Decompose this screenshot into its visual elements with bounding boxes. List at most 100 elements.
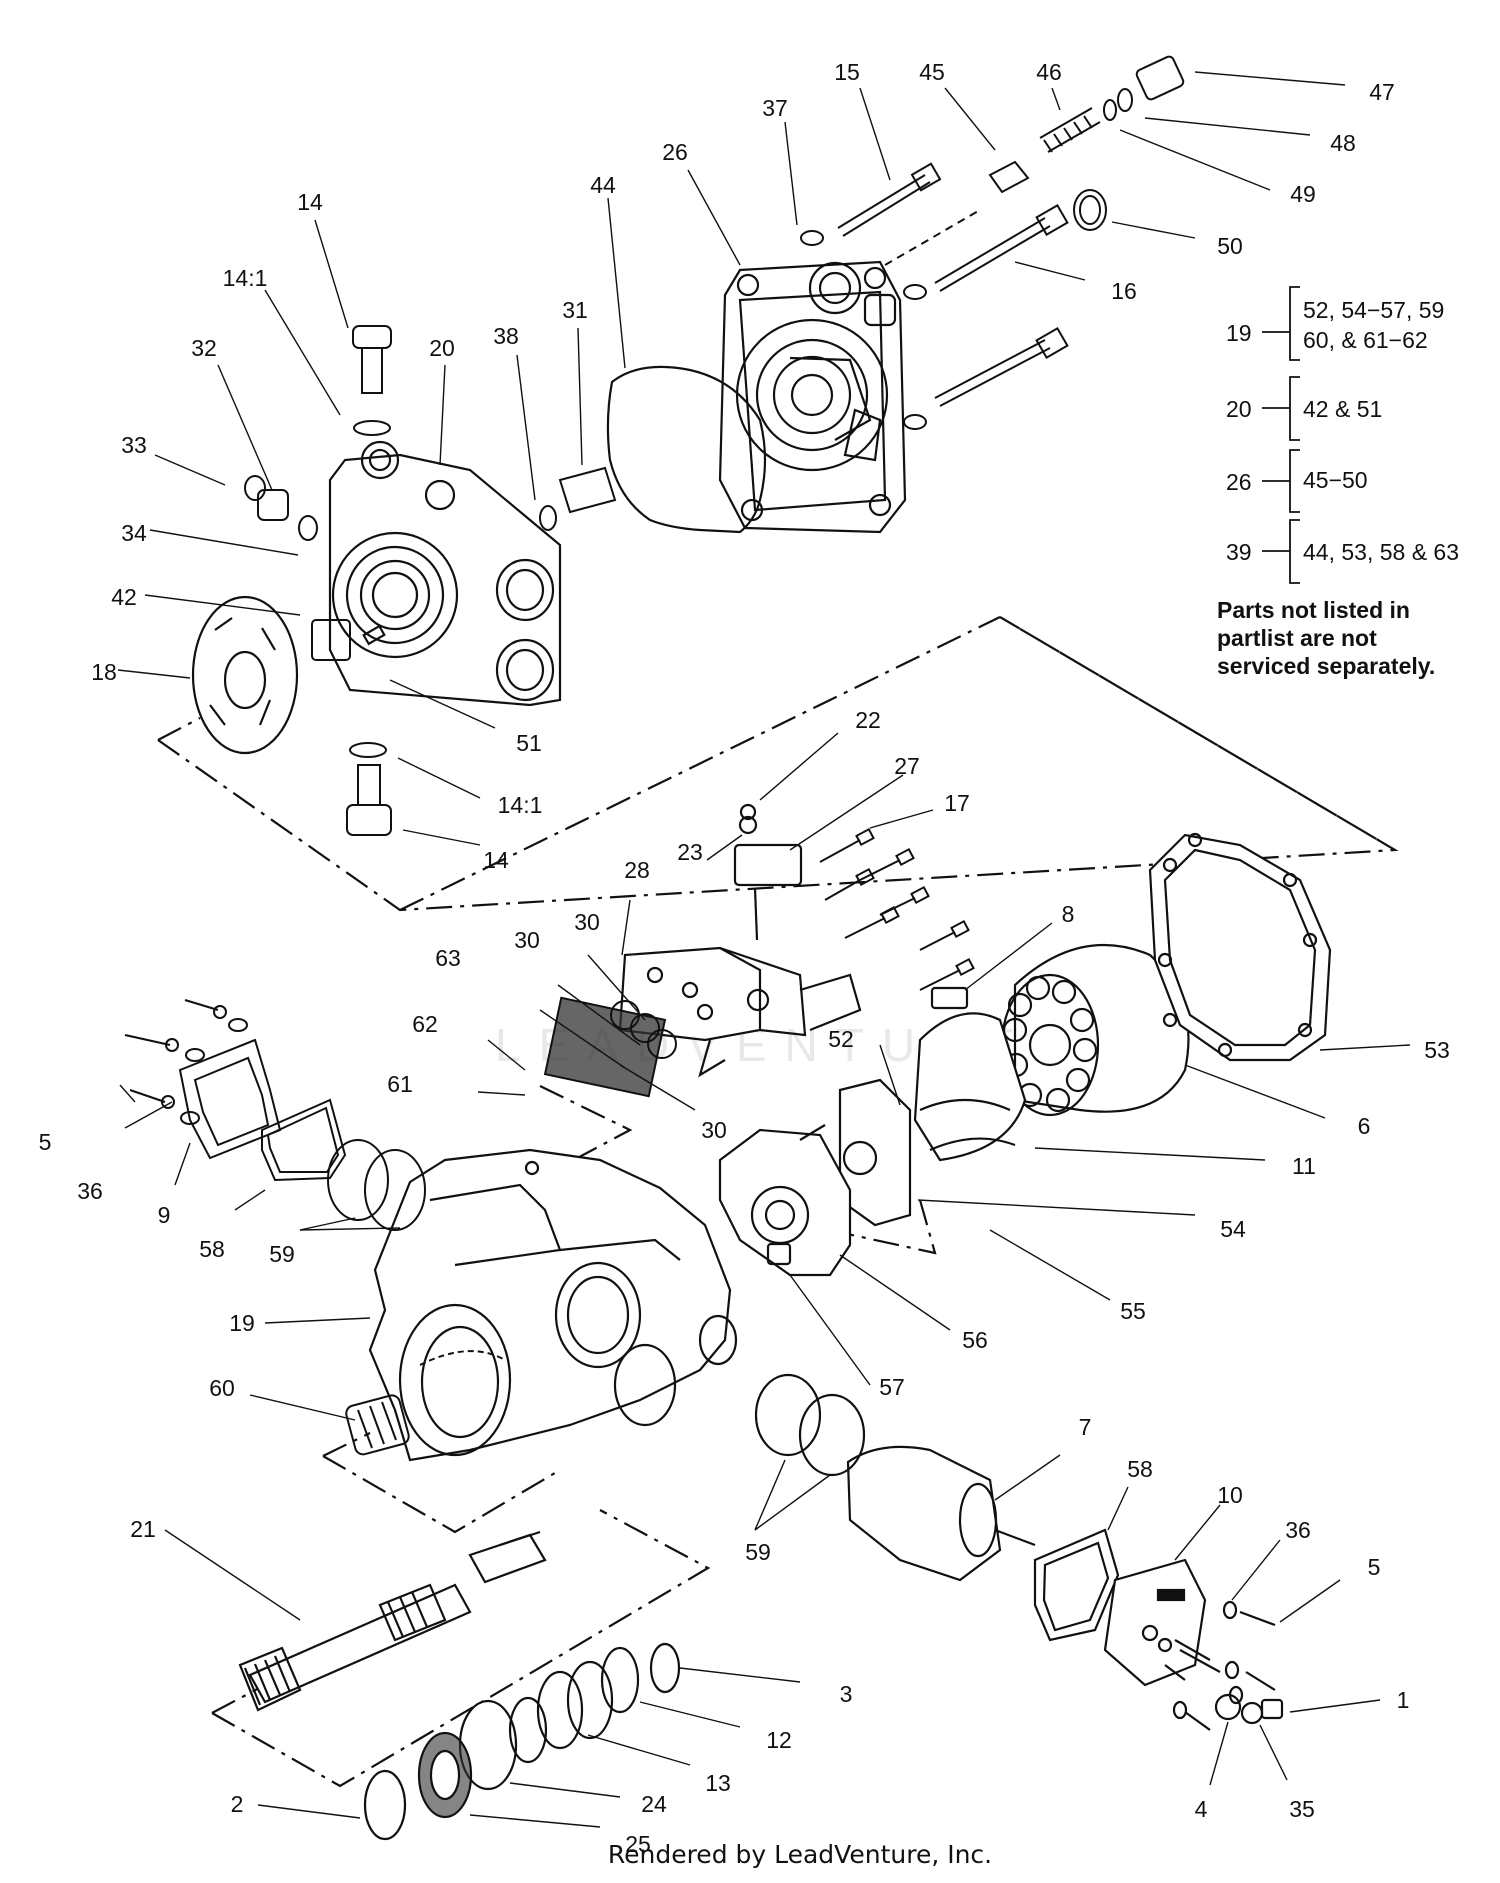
callout: 8	[1062, 901, 1075, 927]
service-note-line: serviced separately.	[1217, 653, 1436, 679]
callout: 49	[1290, 181, 1316, 207]
callout: 36	[1285, 1517, 1311, 1543]
callout: 4	[1195, 1796, 1208, 1822]
cover-9-gaskets	[124, 999, 426, 1231]
kit-boundary-lines	[157, 616, 1399, 1788]
kit-part-number: 39	[1226, 539, 1252, 565]
callout: 14:1	[223, 265, 268, 291]
swashplate-11	[913, 986, 1027, 1162]
callout: 59	[745, 1539, 771, 1565]
callout: 30	[574, 909, 600, 935]
callout: 51	[516, 730, 542, 756]
housing-shaft-hole-cover	[419, 1350, 506, 1366]
callout: 15	[834, 59, 860, 85]
callout: 63	[435, 945, 461, 971]
end-cover-10	[1103, 1558, 1284, 1731]
callout: 3	[840, 1681, 853, 1707]
callout: 58	[199, 1236, 225, 1262]
service-note: Parts not listed in partlist are not ser…	[1217, 596, 1487, 680]
callout: 2	[231, 1791, 244, 1817]
kit-table-brackets	[1262, 286, 1300, 584]
callout: 60	[209, 1375, 235, 1401]
callout: 13	[705, 1770, 731, 1796]
callout: 7	[1079, 1414, 1092, 1440]
footer-text: Rendered by LeadVenture, Inc.	[607, 1840, 993, 1869]
callout: 1	[1397, 1687, 1410, 1713]
end-cap-fittings	[244, 325, 617, 836]
callout: 45	[919, 59, 945, 85]
gasket-53	[1148, 832, 1332, 1062]
callout: 62	[412, 1011, 438, 1037]
charge-pump-7	[754, 1373, 1036, 1582]
port-plate-18	[191, 595, 299, 755]
callout: 38	[493, 323, 519, 349]
callout: 35	[1289, 1796, 1315, 1822]
footer-credit: Rendered by LeadVenture, Inc.	[0, 1840, 1500, 1869]
callout-labels: 47 48 49 50 16 15 45 46 37 26 44 31 38 2…	[39, 59, 1450, 1857]
callout: 5	[39, 1129, 52, 1155]
callout: 14	[483, 847, 509, 873]
callout: 48	[1330, 130, 1356, 156]
servo-housing-56	[718, 1124, 852, 1277]
seal-kit-rings	[363, 1642, 681, 1841]
kit-part-number: 26	[1226, 469, 1252, 495]
gasket-44	[606, 365, 767, 534]
callout: 58	[1127, 1456, 1153, 1482]
callout: 33	[121, 432, 147, 458]
callout: 5	[1368, 1554, 1381, 1580]
kit-contents: 45−50	[1303, 467, 1368, 493]
callout: 52	[828, 1026, 854, 1052]
main-housing	[368, 1148, 738, 1462]
callout: 14	[297, 189, 323, 215]
callout: 54	[1220, 1216, 1246, 1242]
callout: 46	[1036, 59, 1062, 85]
callout: 50	[1217, 233, 1243, 259]
callout: 22	[855, 707, 881, 733]
callout: 11	[1292, 1153, 1316, 1179]
callout: 17	[944, 790, 970, 816]
kit-contents: 44, 53, 58 & 63	[1303, 539, 1459, 565]
callout: 28	[624, 857, 650, 883]
callout: 55	[1120, 1298, 1146, 1324]
callout: 23	[677, 839, 703, 865]
leader-lines	[117, 71, 1411, 1828]
kit-part-number: 19	[1226, 320, 1252, 346]
callout: 53	[1424, 1037, 1450, 1063]
callout: 61	[387, 1071, 413, 1097]
callout: 36	[77, 1178, 103, 1204]
kit-contents: 42 & 51	[1303, 396, 1382, 422]
callout: 16	[1111, 278, 1137, 304]
control-gasket-63	[543, 996, 677, 1098]
drive-shaft-21	[238, 1530, 547, 1712]
callout: 31	[562, 297, 588, 323]
callout: 44	[590, 172, 616, 198]
callout: 42	[111, 584, 137, 610]
callout: 14:1	[498, 792, 543, 818]
callout: 30	[701, 1117, 727, 1143]
callout: 30	[514, 927, 540, 953]
backplate-bolts	[800, 162, 1069, 430]
control-valve-screws	[819, 827, 975, 991]
kit-contents: 60, & 61−62	[1303, 327, 1428, 353]
kit-contents: 52, 54−57, 59	[1303, 297, 1444, 323]
callout: 32	[191, 335, 217, 361]
callout: 34	[121, 520, 147, 546]
callout: 56	[962, 1327, 988, 1353]
end-cap-housing	[328, 440, 562, 707]
callout: 25	[625, 1831, 651, 1857]
gasket-58b	[1033, 1528, 1120, 1642]
service-note-line: Parts not listed in	[1217, 597, 1410, 623]
callout: 24	[641, 1791, 667, 1817]
callout: 18	[91, 659, 117, 685]
callout: 12	[766, 1727, 792, 1753]
callout: 19	[229, 1310, 255, 1336]
callout: 37	[762, 95, 788, 121]
callout: 47	[1369, 79, 1395, 105]
callout: 9	[158, 1202, 171, 1228]
callout: 6	[1358, 1113, 1371, 1139]
relief-valve-parts	[884, 55, 1185, 266]
callout: 27	[894, 753, 920, 779]
callout: 21	[130, 1516, 156, 1542]
backplate-housing	[718, 260, 907, 534]
